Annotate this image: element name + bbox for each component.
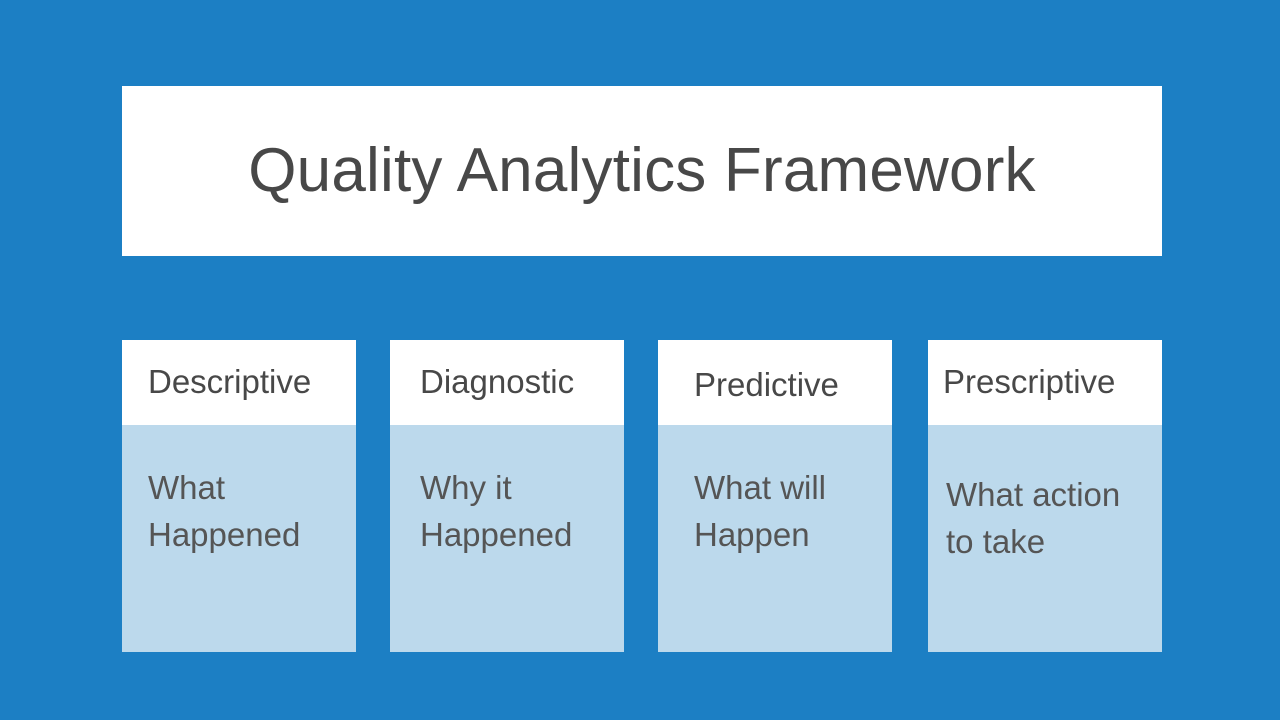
- title-banner: Quality Analytics Framework: [122, 86, 1162, 256]
- card-heading-label: Descriptive: [148, 363, 312, 401]
- card-body-line-1: What will: [694, 469, 827, 506]
- card-body-line-2: Happen: [694, 515, 810, 553]
- card-body-diagnostic: Why it Happened: [390, 425, 624, 652]
- card-body-line-1: What: [148, 469, 226, 506]
- card-header-descriptive: Descriptive: [122, 340, 356, 425]
- card-body-line-2: to take: [946, 522, 1046, 560]
- card-body-line-1: Why it: [420, 469, 512, 506]
- analytics-card-prescriptive[interactable]: Prescriptive What action to take: [928, 340, 1162, 652]
- card-body-line-2: Happened: [148, 515, 301, 553]
- analytics-card-descriptive[interactable]: Descriptive What Happened: [122, 340, 356, 652]
- card-header-diagnostic: Diagnostic: [390, 340, 624, 425]
- page-title: Quality Analytics Framework: [248, 136, 1036, 206]
- card-body-line-1: What action: [946, 476, 1121, 513]
- card-body-line-2: Happened: [420, 515, 573, 553]
- card-body-prescriptive: What action to take: [928, 425, 1162, 652]
- analytics-card-row: Descriptive What Happened Diagnostic Why…: [122, 340, 1162, 652]
- card-header-prescriptive: Prescriptive: [928, 340, 1162, 425]
- card-body-predictive: What will Happen: [658, 425, 892, 652]
- analytics-card-predictive[interactable]: Predictive What will Happen: [658, 340, 892, 652]
- card-heading-label: Prescriptive: [943, 363, 1116, 401]
- card-body-descriptive: What Happened: [122, 425, 356, 652]
- card-header-predictive: Predictive: [658, 340, 892, 425]
- card-heading-label: Predictive: [694, 366, 839, 404]
- card-heading-label: Diagnostic: [420, 363, 575, 401]
- analytics-card-diagnostic[interactable]: Diagnostic Why it Happened: [390, 340, 624, 652]
